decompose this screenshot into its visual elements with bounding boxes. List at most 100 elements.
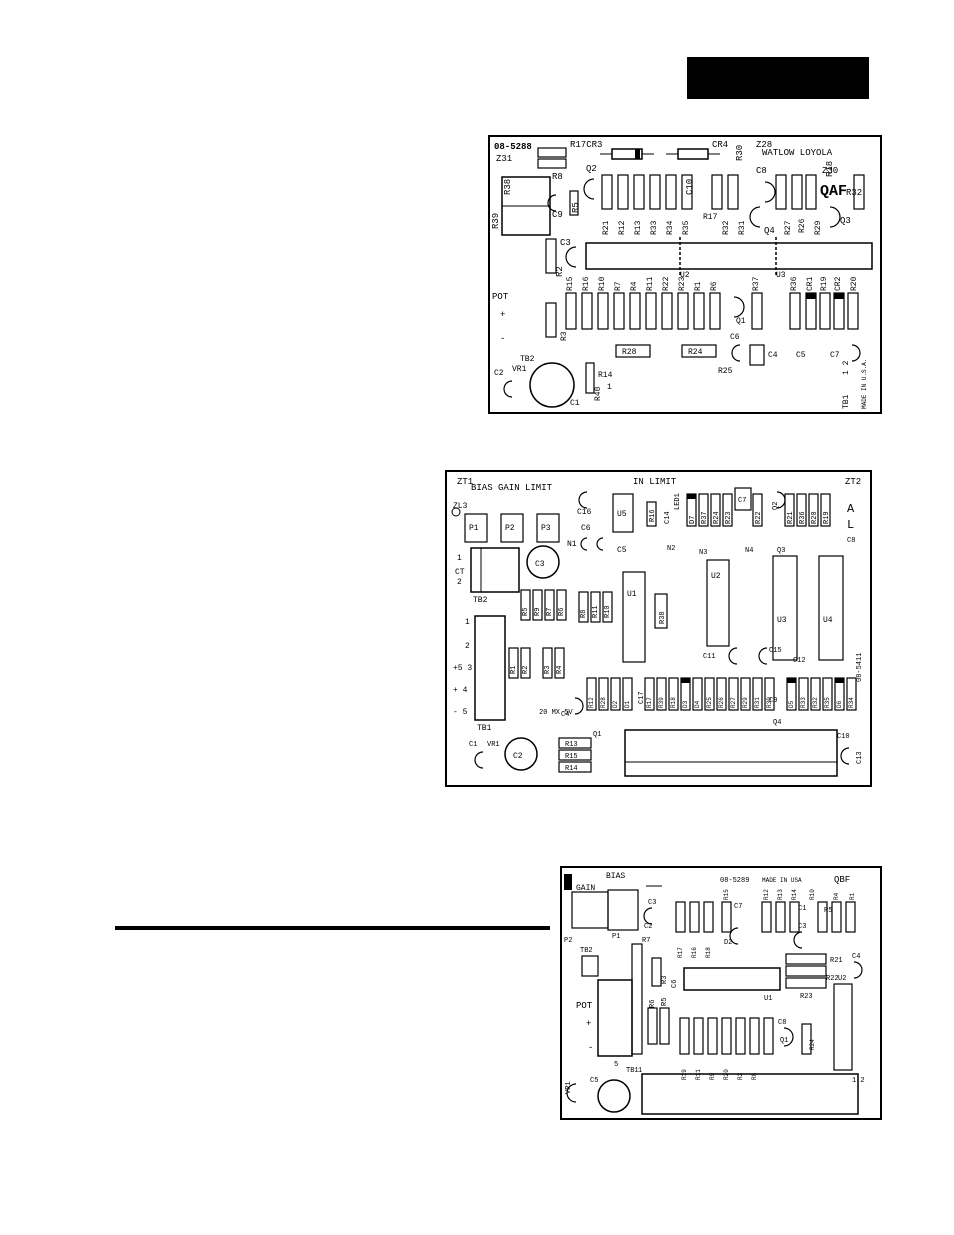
label-r3: R3: [560, 331, 569, 341]
label-c3: C3: [535, 560, 545, 569]
label-q4: Q4: [764, 226, 775, 236]
label-r35: R35: [824, 697, 831, 708]
label-r15: R15: [566, 276, 575, 291]
label-r30: R30: [735, 145, 745, 161]
label-c1: C1: [798, 905, 806, 913]
label-vr1: VR1: [512, 365, 527, 374]
label-r18: R18: [705, 947, 712, 958]
label-r14: R14: [791, 889, 798, 900]
label-cr1: CR1: [806, 276, 815, 291]
label-r12: R12: [588, 697, 595, 708]
mount-hole: [451, 507, 461, 517]
tb1-pin-5: - 5: [453, 708, 468, 717]
label-r33: R33: [650, 220, 659, 235]
label-c2: C2: [513, 752, 523, 761]
c2-capacitor: [504, 737, 538, 771]
label-r25: R25: [706, 697, 713, 708]
corner-mark: [564, 874, 572, 890]
label-l: L: [847, 518, 854, 532]
label-r13: R13: [565, 741, 578, 749]
label-r5: R5: [661, 998, 669, 1006]
terminal-block-tb1: [474, 615, 506, 721]
label-r5-top: R5: [824, 907, 832, 915]
transformer-ct: [470, 547, 520, 593]
label-cr4: CR4: [712, 140, 728, 150]
label-p2: P2: [505, 524, 515, 533]
top-resistor-row: [646, 493, 831, 527]
label-r24: R24: [809, 1039, 816, 1050]
label-r7: R7: [546, 608, 554, 616]
label-r35: R35: [682, 220, 691, 235]
label-r23: R23: [725, 511, 733, 524]
label-r8: R8: [580, 610, 588, 618]
label-q3: Q3: [777, 547, 785, 555]
bottom-resistor-row: [647, 1007, 812, 1055]
label-r21: R21: [787, 511, 795, 524]
label-zt2: ZT2: [845, 477, 861, 487]
r24-body: [681, 344, 717, 358]
label-r25: R25: [718, 367, 733, 376]
pcb-5411-svg: ZT1 BIAS GAIN LIMIT IN LIMIT ZT2 A L ZL3…: [451, 477, 864, 777]
pcb-layout-qbf: BIAS GAIN 08-5289 MADE IN USA QBF P2 P1 …: [560, 866, 882, 1120]
label-r17cr3: R17CR3: [570, 140, 602, 150]
label-d5: D5: [788, 700, 795, 708]
label-c8: C8: [778, 1019, 786, 1027]
label-r38: R38: [659, 611, 667, 624]
label-r6: R6: [710, 281, 719, 291]
label-r10: R10: [598, 276, 607, 291]
label-r37: R37: [752, 276, 761, 291]
pin1-label: 1: [638, 1067, 642, 1075]
cr4-body: [677, 148, 709, 160]
label-r1: R1: [849, 892, 856, 900]
pot-label: POT: [576, 1001, 593, 1011]
label-c6: C6: [671, 980, 679, 988]
label-r4: R4: [833, 892, 840, 900]
label-r21: R21: [602, 220, 611, 235]
label-r27: R27: [784, 220, 793, 235]
z31-body: [537, 158, 567, 169]
label-r6: R6: [558, 608, 566, 616]
label-r22: R22: [826, 975, 839, 983]
label-r4: R4: [630, 281, 639, 291]
label-u3: U3: [776, 271, 786, 280]
label-r39: R39: [658, 697, 665, 708]
label-r24: R24: [688, 348, 703, 357]
label-r12: R12: [763, 889, 770, 900]
label-r26: R26: [718, 697, 725, 708]
label-c17: C17: [638, 691, 646, 704]
label-r38: R38: [503, 179, 513, 195]
label-n3: N3: [699, 549, 707, 557]
output-connector: [641, 1073, 859, 1115]
label-led1: LED1: [674, 493, 682, 510]
ic-u5: [612, 493, 634, 533]
pot-minus: -: [500, 334, 505, 344]
label-r22: R22: [662, 276, 671, 291]
label-c9: C9: [552, 210, 563, 220]
board-code: QBF: [834, 875, 850, 885]
label-r16: R16: [649, 509, 657, 522]
label-r39: R39: [491, 213, 501, 229]
gain-label: GAIN: [576, 884, 595, 893]
label-c9: C9: [769, 697, 777, 705]
label-r19: R19: [823, 511, 831, 524]
tb1-pin-4: + 4: [453, 686, 468, 695]
label-c6: C6: [581, 524, 591, 533]
label-a: A: [847, 502, 855, 516]
label-q2: Q2: [586, 164, 597, 174]
tb1-pin-2: 2: [465, 642, 470, 651]
label-p1: P1: [612, 933, 620, 941]
pcb-qbf-svg: BIAS GAIN 08-5289 MADE IN USA QBF P2 P1 …: [564, 872, 865, 1115]
label-r22: R22: [755, 511, 763, 524]
label-r9: R9: [534, 608, 542, 616]
label-r23: R23: [800, 993, 813, 1001]
label-d7: D7: [689, 516, 697, 524]
label-c4: C4: [852, 953, 860, 961]
label-r29: R29: [814, 220, 823, 235]
board-part-no: 08-5411: [856, 653, 864, 682]
label-c3b: C3: [798, 923, 806, 931]
c1-capacitor: [529, 362, 575, 408]
ic-u2: [833, 983, 853, 1071]
ic-u3: [772, 555, 798, 661]
label-r4: R4: [556, 666, 564, 674]
pot-minus: -: [588, 1043, 593, 1053]
